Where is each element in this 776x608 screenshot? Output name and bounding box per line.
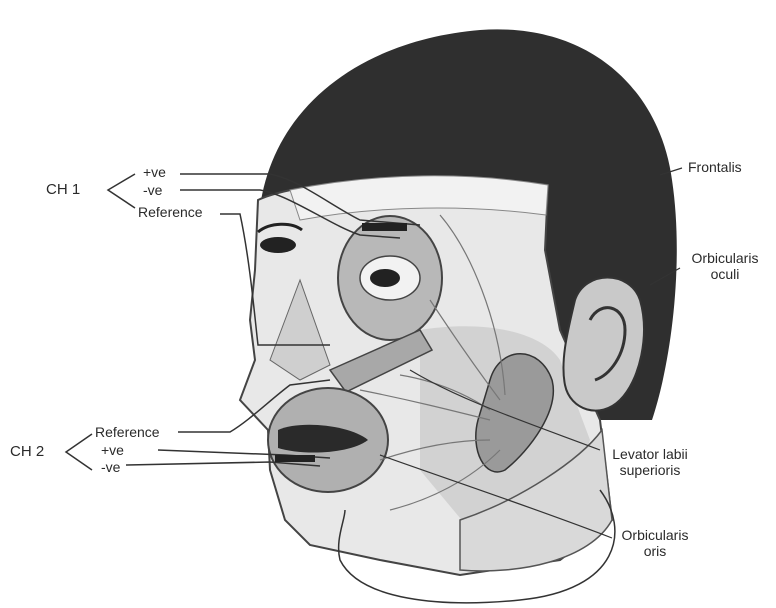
orbicularis-oculi-line2: oculi: [680, 266, 770, 282]
ch1-reference-label: Reference: [138, 204, 203, 220]
orbicularis-oculi-line1: Orbicularis: [680, 250, 770, 266]
ch2-positive-label: +ve: [101, 442, 124, 458]
orbicularis-oris-label: Orbicularis oris: [605, 527, 705, 559]
frontalis-label: Frontalis: [688, 159, 742, 175]
ch1-brace: [108, 174, 135, 208]
levator-labii-label: Levator labii superioris: [600, 446, 700, 478]
ch1-negative-label: -ve: [143, 182, 162, 198]
levator-labii-line1: Levator labii: [600, 446, 700, 462]
orbicularis-oculi-label: Orbicularis oculi: [680, 250, 770, 282]
ch2-reference-label: Reference: [95, 424, 160, 440]
ch1-label: CH 1: [46, 182, 80, 198]
levator-labii-line2: superioris: [600, 462, 700, 478]
ch1-positive-label: +ve: [143, 164, 166, 180]
ch2-brace: [66, 434, 92, 470]
ch2-negative-label: -ve: [101, 459, 120, 475]
ch2-label: CH 2: [10, 444, 44, 460]
orbicularis-oris-line2: oris: [605, 543, 705, 559]
orbicularis-oris-line1: Orbicularis: [605, 527, 705, 543]
